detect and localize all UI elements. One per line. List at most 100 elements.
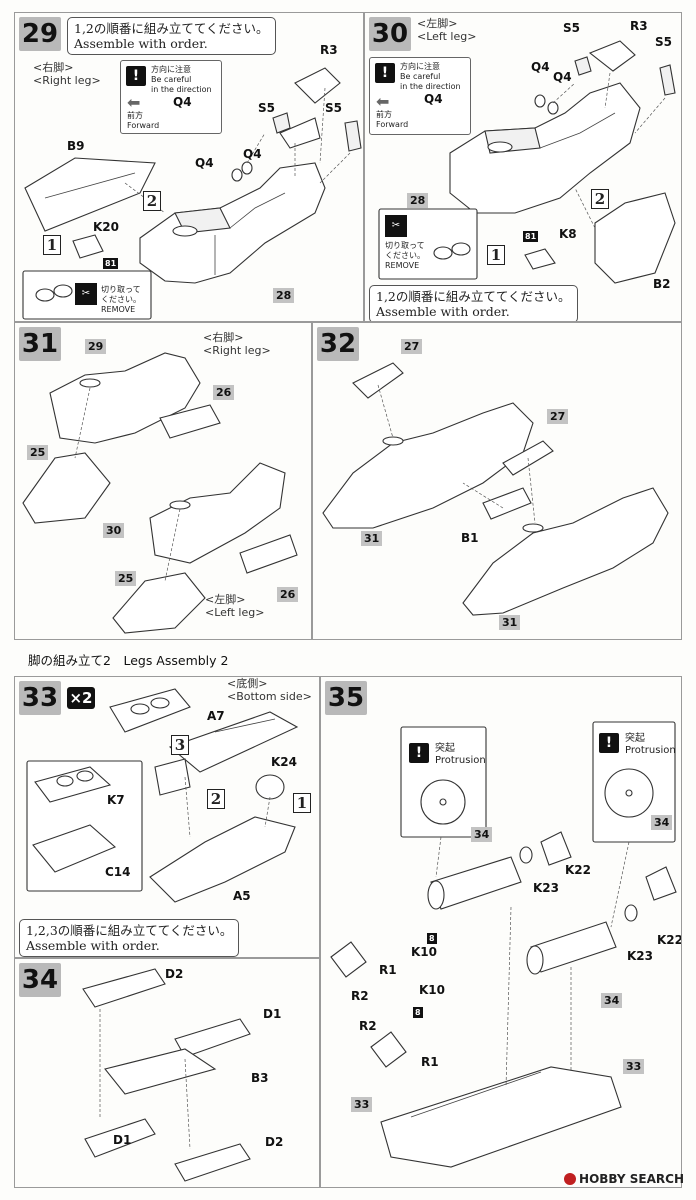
- direction-caution-callout: ! 方向に注意 Be careful in the direction ⬅ 前方…: [369, 57, 471, 135]
- part-d2: D2: [165, 967, 184, 981]
- part-d1: D1: [113, 1133, 132, 1147]
- part-q4: Q4: [424, 92, 443, 106]
- step-31-panel: 31 <右脚> <Right leg> 29 26 25 30 25 <左脚> …: [14, 322, 312, 640]
- part-r2: R2: [359, 1019, 377, 1033]
- runner-8: 8: [413, 1007, 423, 1018]
- part-q4: Q4: [173, 95, 192, 109]
- part-k23: K23: [627, 949, 653, 963]
- assembly-order-note: 1,2の順番に組み立ててください。 Assemble with order.: [369, 285, 578, 321]
- step-33-illustration: [26, 688, 299, 903]
- part-r1: R1: [421, 1055, 439, 1069]
- caution-icon: !: [126, 66, 146, 86]
- protrusion-note: 突起 Protrusion: [625, 733, 676, 756]
- part-k22: K22: [565, 863, 591, 877]
- section-title: 脚の組み立て2 Legs Assembly 2: [28, 653, 229, 668]
- part-s5: S5: [563, 21, 580, 35]
- quantity-badge: ×2: [67, 687, 95, 709]
- part-k20: K20: [93, 220, 119, 234]
- step-33-panel: 33 ×2 <底側> <Bottom side> A7 K24 K7 C14 A…: [14, 676, 320, 958]
- step-number: 31: [19, 327, 61, 361]
- leg-side-label: <左脚> <Left leg>: [417, 17, 477, 43]
- left-leg-label: <左脚> <Left leg>: [205, 593, 265, 619]
- remove-instruction: 切り取って ください。 REMOVE: [385, 241, 425, 270]
- step-35-illustration: [330, 721, 677, 1168]
- part-k8: K8: [559, 227, 577, 241]
- part-r3: R3: [630, 19, 648, 33]
- sub-assembly-30: 30: [103, 523, 125, 538]
- sub-assembly-25: 25: [27, 445, 49, 460]
- part-q4: Q4: [195, 156, 214, 170]
- sub-assembly-31: 31: [361, 531, 383, 546]
- direction-caution-callout: ! 方向に注意 Be careful in the direction ⬅ 前方…: [120, 60, 222, 134]
- caution-icon: !: [599, 733, 619, 753]
- part-q4: Q4: [531, 60, 550, 74]
- order-3: 3: [171, 735, 189, 755]
- step-number: 29: [19, 17, 61, 51]
- sub-assembly-27: 27: [401, 339, 423, 354]
- part-b1: B1: [461, 531, 479, 545]
- sub-assembly-28: 28: [407, 193, 429, 208]
- step-number: 32: [317, 327, 359, 361]
- part-d1: D1: [263, 1007, 282, 1021]
- step-34-illustration: [82, 968, 251, 1182]
- caution-icon: !: [409, 743, 429, 763]
- step-number: 33: [19, 681, 61, 715]
- order-2: 2: [207, 789, 225, 809]
- part-d2: D2: [265, 1135, 284, 1149]
- protrusion-note: 突起 Protrusion: [435, 743, 486, 766]
- cut-icon: ✂: [385, 215, 407, 237]
- forward-arrow-icon: ⬅: [376, 92, 390, 111]
- part-b3: B3: [251, 1071, 269, 1085]
- sub-assembly-34: 34: [601, 993, 623, 1008]
- step-31-illustration: [22, 352, 298, 634]
- step-29-illustration: [22, 67, 362, 320]
- part-k22: K22: [657, 933, 682, 947]
- part-k7: K7: [107, 793, 125, 807]
- order-1: 1: [293, 793, 311, 813]
- part-q4: Q4: [553, 70, 572, 84]
- sub-assembly-28: 28: [273, 288, 295, 303]
- runner-81: 81: [523, 231, 539, 242]
- bottom-side-label: <底側> <Bottom side>: [227, 677, 312, 703]
- order-1: 1: [43, 235, 61, 255]
- runner-8: 8: [427, 933, 437, 944]
- sub-assembly-29: 29: [85, 339, 107, 354]
- remove-instruction: 切り取って ください。 REMOVE: [101, 285, 141, 314]
- forward-arrow-icon: ⬅: [127, 93, 141, 112]
- step-35-panel: 35 ! 突起 Protrusion 34 ! 突起 Protrusion 34…: [320, 676, 682, 1188]
- leg-side-label: <右脚> <Right leg>: [33, 61, 101, 87]
- order-1: 1: [487, 245, 505, 265]
- part-k10: K10: [419, 983, 445, 997]
- part-s5: S5: [258, 101, 275, 115]
- part-s5: S5: [325, 101, 342, 115]
- sub-assembly-34: 34: [651, 815, 673, 830]
- assembly-order-note: 1,2の順番に組み立ててください。 Assemble with order.: [67, 17, 276, 55]
- part-k23: K23: [533, 881, 559, 895]
- sub-assembly-33: 33: [351, 1097, 373, 1112]
- sub-assembly-26: 26: [277, 587, 299, 602]
- sub-assembly-34: 34: [471, 827, 493, 842]
- part-r2: R2: [351, 989, 369, 1003]
- assembly-order-note: 1,2,3の順番に組み立ててください。 Assemble with order.: [19, 919, 240, 957]
- part-k10: K10: [411, 945, 437, 959]
- brand-watermark: HOBBY SEARCH: [564, 1172, 684, 1186]
- part-c14: C14: [105, 865, 131, 879]
- sub-assembly-33: 33: [623, 1059, 645, 1074]
- part-s5: S5: [655, 35, 672, 49]
- part-b2: B2: [653, 277, 671, 291]
- sub-assembly-25: 25: [115, 571, 137, 586]
- step-34-panel: 34 D2 D1 B3 D1 D2: [14, 958, 320, 1188]
- brand-logo-icon: [564, 1173, 577, 1185]
- part-k24: K24: [271, 755, 297, 769]
- step-number: 35: [325, 681, 367, 715]
- right-leg-label: <右脚> <Right leg>: [203, 331, 271, 357]
- sub-assembly-27: 27: [547, 409, 569, 424]
- part-r1: R1: [379, 963, 397, 977]
- order-2: 2: [591, 189, 609, 209]
- step-32-illustration: [322, 362, 669, 616]
- runner-81: 81: [103, 258, 119, 269]
- part-b9: B9: [67, 139, 85, 153]
- step-29-panel: 29 1,2の順番に組み立ててください。 Assemble with order…: [14, 12, 364, 322]
- step-number: 34: [19, 963, 61, 997]
